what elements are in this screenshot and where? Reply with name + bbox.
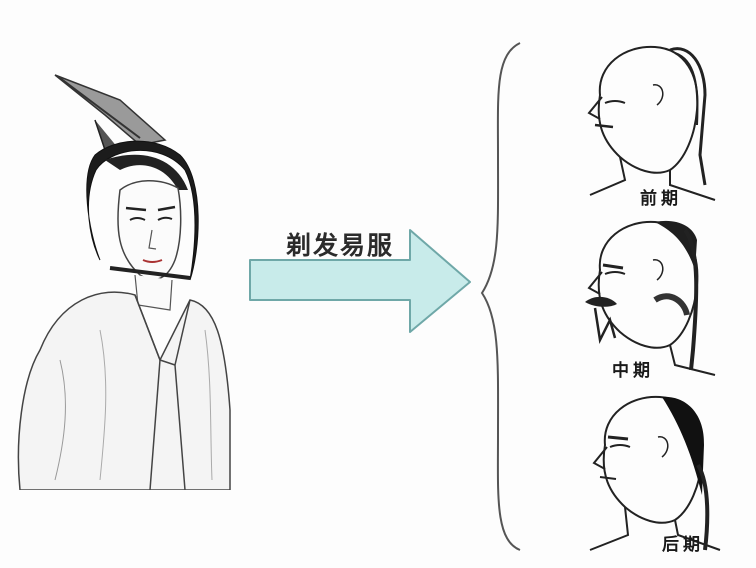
period-label-late: 后期 (662, 535, 704, 555)
queue-head-middle-icon (585, 220, 716, 376)
transition-arrow-icon (249, 229, 471, 333)
queue-head-early-icon (587, 45, 716, 201)
brace-icon (480, 42, 521, 551)
queue-head-late-icon (589, 395, 721, 551)
ming-scholar-illustration (17, 74, 231, 490)
period-label-early: 前期 (640, 189, 682, 209)
crown-hat-icon (54, 74, 167, 151)
process-label: 剃发易服 (286, 231, 395, 260)
period-label-middle: 中期 (612, 361, 654, 381)
